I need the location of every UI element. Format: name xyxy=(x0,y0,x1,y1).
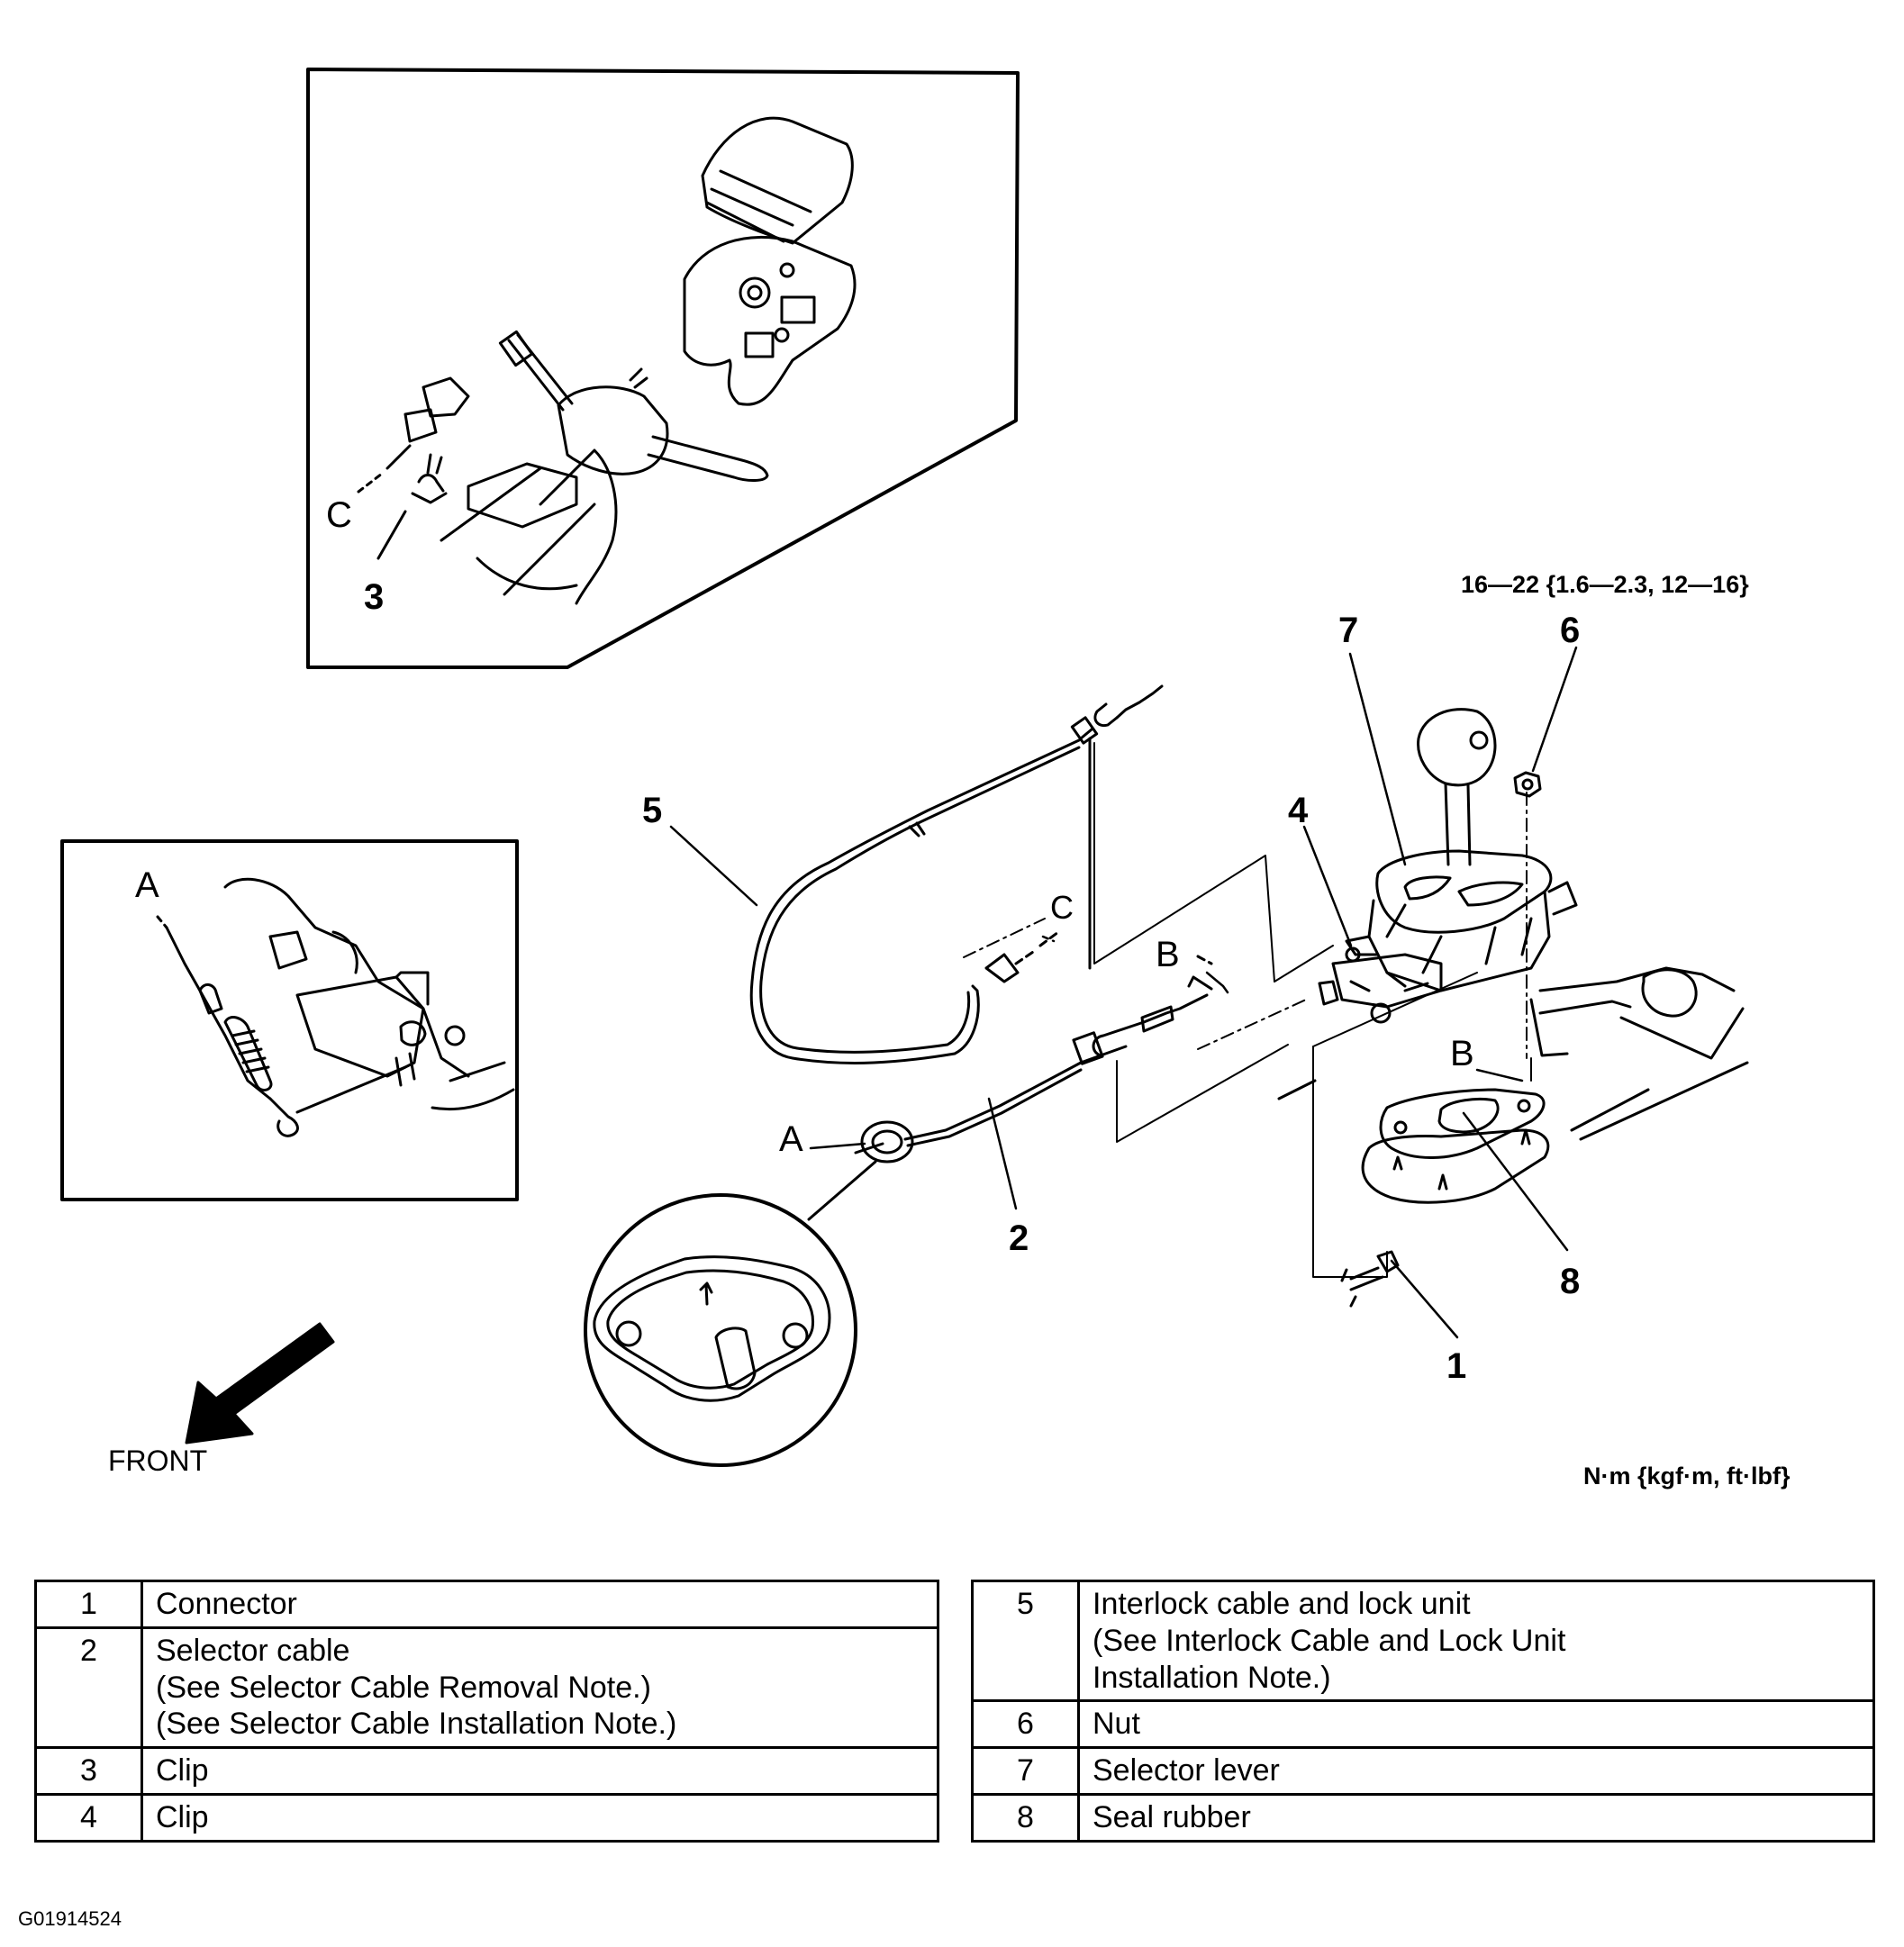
legend-description: Selector lever xyxy=(1077,1746,1875,1796)
legend-description: Seal rubber xyxy=(1077,1792,1875,1843)
legend-table-right: 5 Interlock cable and lock unit (See Int… xyxy=(971,1579,1875,1843)
callout-3: 3 xyxy=(364,577,385,617)
legend-part-name: Nut xyxy=(1093,1707,1140,1742)
callout-8: 8 xyxy=(1560,1262,1581,1301)
legend-number: 1 xyxy=(34,1580,143,1629)
connector-part xyxy=(1340,1250,1400,1308)
legend-part-name: Connector xyxy=(156,1587,297,1621)
torque-spec: 16—22 {1.6—2.3, 12—16} xyxy=(1461,571,1749,598)
legend-part-name: Clip xyxy=(156,1753,209,1789)
torque-units: N·m {kgf·m, ft·lbf} xyxy=(1583,1463,1791,1490)
legend-row: 4 Clip xyxy=(34,1792,939,1843)
reference-letter-b-upper: B xyxy=(1156,935,1180,974)
legend-number: 8 xyxy=(971,1792,1080,1843)
legend-row: 7 Selector lever xyxy=(971,1746,1875,1796)
legend-part-name: Interlock cable and lock unit xyxy=(1093,1587,1471,1621)
alignment-lines xyxy=(963,742,1532,1278)
legend-number: 6 xyxy=(971,1699,1080,1750)
magnified-grommet-detail xyxy=(584,1160,877,1467)
legend-number: 3 xyxy=(34,1746,143,1796)
legend-number: 5 xyxy=(971,1579,1080,1703)
reference-letter-a-main: A xyxy=(779,1119,803,1159)
selector-cable xyxy=(854,955,1213,1164)
selector-lever-assembly xyxy=(1277,708,1749,1141)
legend-description: Connector xyxy=(141,1580,939,1629)
legend-note: (See Selector Cable Installation Note.) xyxy=(156,1707,677,1742)
legend-note: (See Interlock Cable and Lock Unit xyxy=(1093,1623,1566,1658)
legend-row: 3 Clip xyxy=(34,1746,939,1796)
legend-row: 1 Connector xyxy=(34,1580,939,1629)
legend-description: Clip xyxy=(141,1746,939,1796)
seal-rubber xyxy=(1361,1088,1650,1204)
legend-row: 6 Nut xyxy=(971,1699,1875,1750)
figure-id: G01914524 xyxy=(18,1907,122,1930)
reference-letter-b-lower: B xyxy=(1450,1034,1474,1073)
legend-description: Selector cable (See Selector Cable Remov… xyxy=(141,1626,939,1750)
callout-4: 4 xyxy=(1288,791,1309,830)
legend-part-name: Selector lever xyxy=(1093,1753,1280,1789)
reference-letter-c-inset: C xyxy=(326,495,352,535)
reference-letter-a-inset: A xyxy=(135,865,159,905)
reference-letter-c-main: C xyxy=(1050,889,1074,926)
legend-row: 2 Selector cable (See Selector Cable Rem… xyxy=(34,1626,939,1750)
interlock-cable xyxy=(749,684,1164,1064)
legend-part-name: Seal rubber xyxy=(1093,1799,1251,1834)
front-arrow-icon xyxy=(185,1322,335,1444)
legend-table-left: 1 Connector 2 Selector cable (See Select… xyxy=(34,1580,939,1843)
legend-description: Clip xyxy=(141,1792,939,1843)
legend-number: 4 xyxy=(34,1792,143,1843)
callout-7: 7 xyxy=(1338,611,1359,650)
legend-row: 8 Seal rubber xyxy=(971,1792,1875,1843)
callout-leader-lines xyxy=(669,646,1578,1339)
legend-description: Nut xyxy=(1077,1699,1875,1750)
legend-note: Installation Note.) xyxy=(1093,1660,1331,1695)
legend-number: 2 xyxy=(34,1626,143,1750)
callout-5: 5 xyxy=(642,791,663,830)
legend-row: 5 Interlock cable and lock unit (See Int… xyxy=(971,1579,1875,1703)
legend-part-name: Selector cable xyxy=(156,1633,350,1668)
legend-description: Interlock cable and lock unit (See Inter… xyxy=(1077,1579,1875,1703)
callout-1: 1 xyxy=(1446,1346,1467,1386)
steering-column-inset xyxy=(306,68,1020,669)
callout-2: 2 xyxy=(1009,1218,1029,1258)
cable-end-inset xyxy=(60,839,519,1201)
legend-part-name: Clip xyxy=(156,1799,209,1834)
legend-number: 7 xyxy=(971,1746,1080,1796)
legend-note: (See Selector Cable Removal Note.) xyxy=(156,1670,651,1705)
front-label: FRONT xyxy=(108,1444,208,1477)
callout-6: 6 xyxy=(1560,611,1581,650)
